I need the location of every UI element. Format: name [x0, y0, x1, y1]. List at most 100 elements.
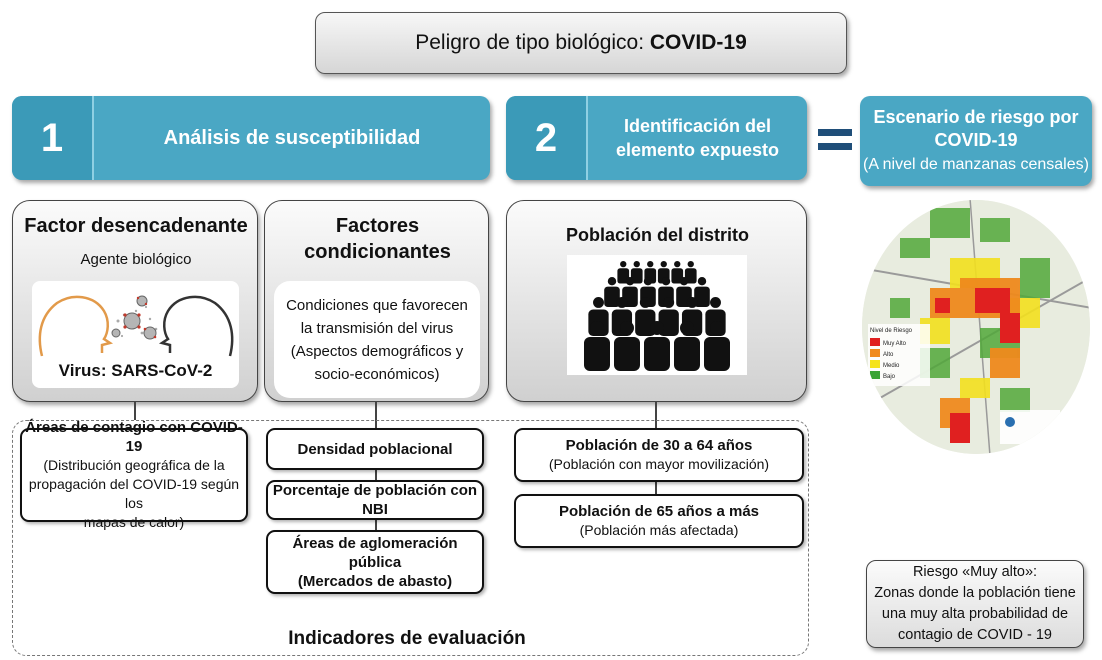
- institution-logo-icon: [1005, 417, 1015, 427]
- conditioning-text-line: (Aspectos demográficos y: [290, 342, 464, 360]
- population-crowd-icon: [567, 255, 747, 375]
- legend-swatch: [870, 349, 880, 357]
- person-icon: [661, 277, 671, 286]
- connector-line: [375, 470, 377, 480]
- person-icon: [663, 297, 675, 308]
- conditioning-title-line1: Factores: [335, 215, 420, 237]
- person-body-icon: [644, 337, 670, 371]
- person-body-icon: [694, 286, 710, 307]
- indicator-contagion-title: Áreas de contagio con COVID-19: [25, 419, 243, 455]
- step-2-label-line1: Identificación del: [623, 116, 772, 136]
- title-prefix: Peligro de tipo biológico:: [415, 31, 650, 54]
- indicator-nbi-label: Porcentaje de población con NBI: [272, 482, 478, 518]
- equals-icon: [818, 129, 852, 151]
- person-icon: [616, 297, 628, 308]
- legend-label: Muy Alto: [883, 341, 907, 347]
- connector-line: [375, 402, 377, 428]
- legend-label: Bajo: [883, 374, 896, 380]
- trigger-title: Factor desencadenante: [24, 215, 248, 237]
- legend-swatch: [870, 360, 880, 368]
- person-icon: [625, 277, 635, 286]
- legend-swatch: [870, 371, 880, 379]
- risk-note-line: Riesgo «Muy alto»:: [912, 564, 1038, 580]
- conditioning-text-line: Condiciones que favorecen: [286, 296, 468, 314]
- step-1-label: Análisis de susceptibilidad: [163, 126, 421, 149]
- conditioning-title: Factores condicionantes: [265, 213, 490, 265]
- virus-label: Virus: SARS-CoV-2: [58, 361, 213, 380]
- indicator-contagion-areas: Áreas de contagio con COVID-19 (Distribu…: [20, 419, 248, 530]
- person-icon: [647, 261, 654, 268]
- person-icon: [633, 261, 640, 268]
- indicator-density: Densidad poblacional: [266, 428, 484, 470]
- legend-label: Alto: [883, 352, 894, 358]
- diagram-title: Peligro de tipo biológico: COVID-19: [315, 12, 847, 74]
- evaluation-indicators-area: [12, 420, 809, 656]
- step-1-header: 1 Análisis de susceptibilidad: [12, 96, 490, 180]
- person-icon: [680, 321, 694, 335]
- step-2-label-line2: elemento expuesto: [615, 140, 780, 160]
- person-body-icon: [604, 286, 620, 307]
- person-body-icon: [584, 337, 610, 371]
- indicator-population-30-64: Población de 30 a 64 años (Población con…: [514, 428, 804, 482]
- trigger-subtitle: Agente biológico: [80, 251, 192, 268]
- person-icon: [607, 277, 617, 286]
- scenario-line2: COVID-19: [934, 130, 1018, 150]
- person-icon: [639, 297, 651, 308]
- person-icon: [710, 321, 724, 335]
- risk-note-line: una muy alta probabilidad de: [881, 606, 1069, 622]
- indicator-contagion-line: (Distribución geográfica de la: [43, 457, 225, 473]
- conditioning-text-line: la transmisión del virus: [300, 319, 454, 337]
- risk-note-line: contagio de COVID - 19: [898, 627, 1052, 643]
- risk-note-line: Zonas donde la población tiene: [874, 585, 1076, 601]
- step-1-number: 1: [12, 96, 94, 180]
- indicator-contagion-line: mapas de calor): [83, 514, 185, 530]
- person-icon: [620, 261, 627, 268]
- person-icon: [679, 277, 689, 286]
- scenario-line1: Escenario de riesgo por: [873, 107, 1079, 127]
- conditioning-description: Condiciones que favorecen la transmisión…: [274, 281, 480, 398]
- connector-line: [134, 402, 136, 420]
- person-icon: [643, 277, 653, 286]
- indicator-nbi: Porcentaje de población con NBI: [266, 480, 484, 520]
- person-icon: [620, 321, 634, 335]
- conditioning-title-line2: condicionantes: [304, 241, 451, 263]
- step-2-label: Identificación del elemento expuesto: [588, 96, 807, 180]
- virus-illustration: Virus: SARS-CoV-2: [32, 281, 239, 388]
- step-2-header: 2 Identificación del elemento expuesto: [506, 96, 807, 180]
- risk-scenario-header: Escenario de riesgo por COVID-19 (A nive…: [860, 96, 1092, 186]
- map-legend-title: Nivel de Riesgo: [870, 328, 913, 334]
- title-hazard: COVID-19: [649, 31, 747, 54]
- person-icon: [710, 297, 721, 308]
- indicator-density-label: Densidad poblacional: [297, 440, 453, 458]
- connector-line: [655, 402, 657, 428]
- very-high-risk-note: Riesgo «Muy alto»: Zonas donde la poblac…: [866, 560, 1084, 648]
- person-icon: [660, 261, 667, 268]
- indicator-crowding-line1: Áreas de aglomeración pública: [292, 534, 458, 571]
- connector-line: [375, 520, 377, 530]
- connector-line: [655, 482, 657, 494]
- person-icon: [590, 321, 604, 335]
- indicator-pop65-title: Población de 65 años a más: [558, 503, 760, 520]
- legend-swatch: [870, 338, 880, 346]
- indicator-crowding-line2: (Mercados de abasto): [297, 572, 453, 590]
- conditioning-text-line: socio-económicos): [314, 365, 440, 383]
- person-icon: [697, 277, 707, 286]
- indicator-population-65-plus: Población de 65 años a más (Población má…: [514, 494, 804, 548]
- indicator-crowding: Áreas de aglomeración pública (Mercados …: [266, 530, 484, 594]
- person-icon: [650, 321, 664, 335]
- indicator-pop30-title: Población de 30 a 64 años: [565, 437, 753, 454]
- person-body-icon: [614, 337, 640, 371]
- indicator-pop30-sub: (Población con mayor movilización): [548, 456, 770, 472]
- virus-transmission-icon: [38, 295, 234, 357]
- legend-label: Medio: [883, 363, 900, 369]
- person-icon: [674, 261, 681, 268]
- scenario-line3: (A nivel de manzanas censales): [863, 156, 1089, 173]
- indicators-label: Indicadores de evaluación: [288, 628, 526, 649]
- indicator-contagion-line: propagación del COVID-19 según los: [28, 476, 240, 511]
- step-2-number: 2: [506, 96, 588, 180]
- indicator-pop65-sub: (Población más afectada): [579, 522, 739, 538]
- person-icon: [593, 297, 604, 308]
- population-title: Población del distrito: [565, 225, 749, 245]
- population-panel: Población del distrito: [506, 200, 807, 402]
